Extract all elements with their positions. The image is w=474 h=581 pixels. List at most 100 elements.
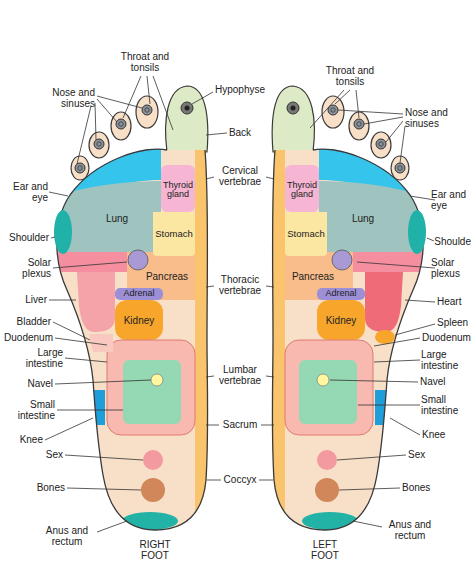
callout-label: Duodenum: [4, 332, 53, 344]
leader-line: [310, 90, 359, 128]
zone-label: Thyroid gland: [284, 181, 320, 200]
leader-line: [51, 237, 55, 238]
zone-label: Kidney: [124, 315, 155, 326]
callout-label: Liver: [25, 294, 47, 306]
zone-label: Adrenal: [123, 289, 154, 298]
callout-label: Spleen: [437, 317, 468, 329]
callout-label: Throat and tonsils: [321, 65, 379, 88]
callout-label: Hypophyse: [215, 84, 265, 96]
callout-label: Navel: [27, 378, 53, 390]
callout-label: Bones: [402, 482, 430, 494]
callout-label: Solar plexus: [431, 257, 471, 280]
left-foot-extras: [365, 272, 403, 344]
organ-zone: Adrenal: [324, 288, 357, 299]
leader-line: [123, 76, 173, 130]
organ-zone: Pancreas: [291, 270, 335, 283]
organ-zone: Pancreas: [145, 270, 189, 283]
callout-label: Bones: [37, 482, 65, 494]
leader-line: [330, 380, 418, 382]
callout-label: Large intestine: [13, 347, 63, 370]
leader-line: [65, 455, 143, 460]
leader-line: [338, 110, 405, 163]
right-foot: [35, 86, 209, 540]
leader-line: [427, 238, 434, 241]
callout-label: Cervical vertebrae: [214, 165, 266, 188]
organ-zone: Stomach: [154, 228, 194, 240]
callout-label: RIGHT FOOT: [135, 539, 175, 562]
callout-label: LEFT FOOT: [305, 539, 345, 562]
callout-label: Nose and sinuses: [45, 87, 95, 110]
liver-zone: [77, 272, 115, 332]
callout-label: Sacrum: [223, 419, 257, 431]
leader-line: [357, 262, 435, 268]
callout-label: Anus and rectum: [383, 519, 438, 542]
heart-zone: [365, 272, 403, 332]
leader-line: [374, 338, 420, 346]
callout-label: Knee: [422, 429, 445, 441]
organ-zone: Lung: [351, 212, 375, 225]
leader-line: [57, 410, 123, 411]
leader-line: [53, 322, 90, 340]
leader-line: [337, 455, 406, 460]
leader-line: [45, 418, 93, 440]
zone-label: Pancreas: [292, 271, 334, 282]
leader-line: [55, 338, 107, 345]
zone-label: Kidney: [326, 315, 357, 326]
organ-zone: Kidney: [325, 314, 358, 327]
callout-label: Bladder: [17, 316, 51, 328]
leader-lines: [45, 76, 435, 532]
leader-line: [55, 380, 151, 384]
left-foot: [271, 86, 445, 540]
zone-label: Stomach: [287, 229, 325, 239]
organ-zone: Stomach: [286, 228, 326, 240]
leader-line: [339, 488, 400, 490]
callout-label: Shoulder: [9, 232, 49, 244]
zone-label: Lung: [106, 213, 128, 224]
leader-line: [206, 133, 227, 135]
callout-label: Nose and sinuses: [405, 107, 460, 130]
callout-label: Lumbar vertebrae: [214, 364, 266, 387]
callout-label: Small intestine: [5, 399, 55, 422]
callout-label: Coccyx: [224, 474, 257, 486]
callout-label: Shoulde: [434, 236, 471, 248]
spleen-zone: [375, 330, 395, 344]
callout-label: Duodenum: [422, 332, 471, 344]
leader-line: [65, 358, 107, 362]
zone-label: Adrenal: [325, 289, 356, 298]
organ-zone: Thyroid gland: [159, 180, 197, 201]
callout-label: Small intestine: [421, 394, 471, 417]
zone-label: Pancreas: [146, 271, 188, 282]
leader-line: [358, 405, 420, 406]
callout-label: Heart: [437, 296, 461, 308]
leader-line: [374, 360, 420, 362]
leader-line: [53, 262, 127, 268]
leader-line: [49, 300, 76, 301]
leader-line: [67, 488, 141, 490]
callout-label: Thoracic vertebrae: [214, 274, 266, 297]
leader-line: [97, 521, 127, 532]
callout-label: Knee: [20, 434, 43, 446]
organ-zone: Lung: [105, 212, 129, 225]
callout-label: Back: [229, 127, 251, 139]
zone-label: Lung: [352, 213, 374, 224]
callout-label: Sex: [408, 449, 425, 461]
callout-label: Solar plexus: [11, 257, 51, 280]
zone-label: Thyroid gland: [160, 181, 196, 200]
organ-zone: Kidney: [123, 314, 156, 327]
callout-label: Navel: [420, 376, 446, 388]
callout-label: Large intestine: [421, 349, 471, 372]
right-foot-extras: [77, 272, 115, 352]
leader-line: [353, 521, 382, 527]
leader-line: [390, 418, 420, 435]
organ-zone: Adrenal: [122, 288, 155, 299]
callout-label: Anus and rectum: [40, 525, 95, 548]
zone-label: Stomach: [155, 229, 193, 239]
organ-zone: Thyroid gland: [283, 180, 321, 201]
leader-line: [49, 192, 68, 196]
leader-line: [405, 300, 435, 302]
callout-label: Sex: [46, 449, 63, 461]
callout-label: Ear and eye: [431, 189, 471, 212]
callout-label: Ear and eye: [3, 181, 48, 204]
leader-line: [192, 92, 213, 104]
